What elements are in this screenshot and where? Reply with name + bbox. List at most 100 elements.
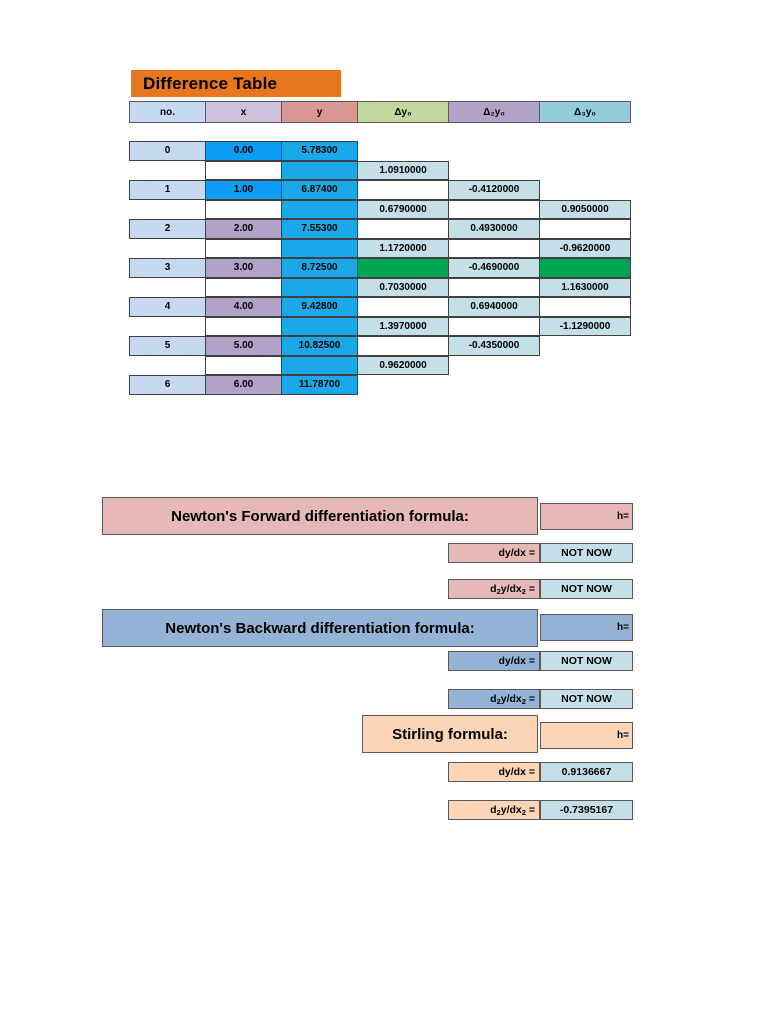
cell-delta2: 0.6940000: [448, 297, 540, 317]
cell-no: 6: [129, 375, 206, 395]
cell-delta1: 0.9620000: [357, 355, 449, 375]
difference-table-title-text: Difference Table: [143, 73, 278, 93]
stirling-dydx-value: 0.9136667: [540, 762, 633, 782]
table-row: 0.7030000 1.1630000: [129, 277, 631, 298]
cell-delta3-empty: [539, 219, 631, 239]
cell-delta1: 0.7030000: [357, 277, 449, 297]
backward-d2ydx2-value-text: NOT NOW: [561, 693, 612, 705]
cell-x-empty: [205, 355, 282, 375]
stirling-d2ydx2-label-text: d2y/dx2 =: [490, 804, 535, 817]
backward-d2ydx2-value: NOT NOW: [540, 689, 633, 709]
backward-h-label: h=: [617, 622, 629, 633]
table-row: 1.3970000-1.1290000: [129, 316, 631, 336]
stirling-h-label: h=: [617, 730, 629, 741]
header-cell-delta2: Δ₂y₀: [448, 101, 540, 123]
cell-spacer: [357, 141, 449, 161]
cell-y: 10.82500: [281, 336, 358, 356]
cell-x: 4.00: [205, 297, 282, 317]
stirling-dydx-value-text: 0.9136667: [561, 766, 612, 778]
backward-dydx-value-text: NOT NOW: [561, 655, 612, 667]
cell-x-empty: [205, 238, 282, 258]
header-cell-x: x: [205, 101, 282, 123]
backward-dydx-label-text: dy/dx =: [498, 655, 535, 667]
cell-delta2: 0.4930000: [448, 219, 540, 239]
cell-spacer: [539, 180, 631, 200]
cell-no: 1: [129, 180, 206, 200]
cell-y-fill: [281, 355, 358, 375]
cell-x-empty: [205, 199, 282, 219]
forward-dydx-label-text: dy/dx =: [498, 547, 535, 559]
difference-table-header-row: no. x y Δy₀ Δ₂y₀ Δ₃y₀: [129, 101, 631, 123]
cell-x: 2.00: [205, 219, 282, 239]
cell-y: 9.42800: [281, 297, 358, 317]
cell-no: 5: [129, 336, 206, 356]
cell-spacer: [539, 336, 631, 356]
forward-h-field[interactable]: h=: [540, 503, 633, 530]
header-cell-no: no.: [129, 101, 206, 123]
backward-formula-heading: Newton's Backward differentiation formul…: [102, 609, 538, 647]
cell-delta3: 1.1630000: [539, 277, 631, 297]
cell-delta1: 1.1720000: [357, 238, 449, 258]
header-cell-y: y: [281, 101, 358, 123]
backward-formula-heading-text: Newton's Backward differentiation formul…: [165, 619, 475, 637]
cell-spacer: [129, 356, 206, 376]
cell-y: 5.78300: [281, 141, 358, 161]
cell-no: 0: [129, 141, 206, 161]
cell-y: 7.55300: [281, 219, 358, 239]
header-label-no: no.: [160, 106, 175, 118]
cell-delta1: 0.6790000: [357, 199, 449, 219]
difference-table-title: Difference Table: [131, 70, 341, 97]
stirling-d2ydx2-value: -0.7395167: [540, 800, 633, 820]
cell-delta2: -0.4120000: [448, 180, 540, 200]
cell-spacer: [448, 141, 540, 161]
backward-dydx-label: dy/dx =: [448, 651, 540, 671]
stirling-d2ydx2-value-text: -0.7395167: [559, 804, 614, 816]
cell-y-fill: [281, 238, 358, 258]
table-row: 1.0910000: [129, 160, 630, 180]
cell-y-fill: [281, 199, 358, 219]
cell-delta3: -0.9620000: [539, 238, 631, 258]
forward-d2ydx2-label: d2y/dx2 =: [448, 579, 540, 599]
cell-no: 4: [129, 297, 206, 317]
backward-d2ydx2-label: d2y/dx2 =: [448, 689, 540, 709]
backward-d2ydx2-label-text: d2y/dx2 =: [490, 693, 535, 706]
forward-formula-heading: Newton's Forward differentiation formula…: [102, 497, 538, 535]
stirling-formula-heading: Stirling formula:: [362, 715, 538, 753]
cell-delta3-empty: [539, 258, 631, 278]
header-cell-delta3: Δ₃y₀: [539, 101, 631, 123]
difference-table-header: no. x y Δy₀ Δ₂y₀ Δ₃y₀: [129, 101, 631, 123]
cell-spacer: [539, 375, 631, 395]
cell-delta3: 0.9050000: [539, 199, 631, 219]
cell-spacer: [129, 278, 206, 298]
backward-h-field[interactable]: h=: [540, 614, 633, 641]
cell-x-empty: [205, 160, 282, 180]
header-label-delta2: Δ₂y₀: [483, 106, 505, 118]
header-label-x: x: [240, 106, 247, 118]
stirling-d2ydx2-label: d2y/dx2 =: [448, 800, 540, 820]
cell-spacer: [129, 200, 206, 220]
cell-x: 1.00: [205, 180, 282, 200]
cell-delta2: -0.4350000: [448, 336, 540, 356]
cell-delta2-empty: [448, 238, 540, 258]
backward-dydx-value: NOT NOW: [540, 651, 633, 671]
table-row: 0.6790000 0.9050000: [129, 199, 631, 220]
cell-delta2: -0.4690000: [448, 258, 540, 278]
stirling-h-field[interactable]: h=: [540, 722, 633, 749]
forward-h-label: h=: [617, 511, 629, 522]
forward-d2ydx2-value: NOT NOW: [540, 579, 633, 599]
cell-y: 11.78700: [281, 375, 358, 395]
cell-x: 0.00: [205, 141, 282, 161]
cell-spacer: [448, 375, 540, 395]
cell-x: 5.00: [205, 336, 282, 356]
stirling-dydx-label: dy/dx =: [448, 762, 540, 782]
forward-d2ydx2-label-text: d2y/dx2 =: [490, 583, 535, 596]
cell-x-empty: [205, 316, 282, 336]
cell-x-empty: [205, 277, 282, 297]
cell-y-fill: [281, 316, 358, 336]
header-cell-delta1: Δy₀: [357, 101, 449, 123]
